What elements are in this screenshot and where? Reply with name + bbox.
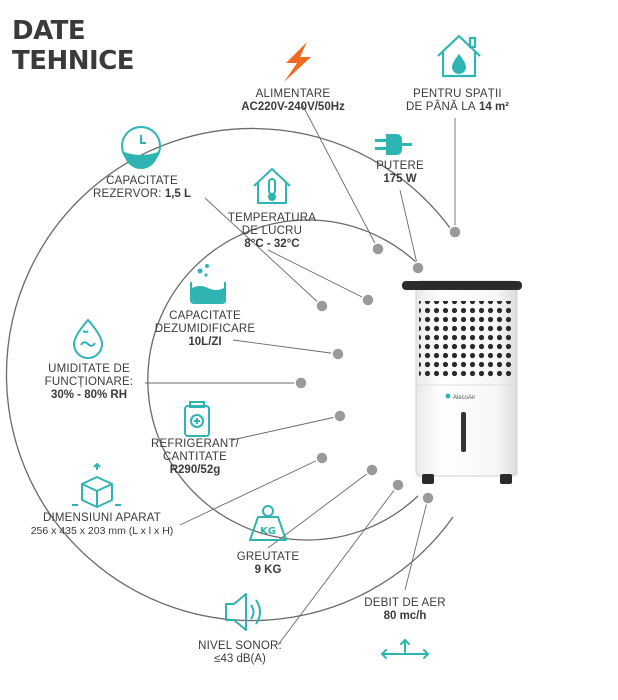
dot-dimensiuni bbox=[315, 451, 329, 465]
spec-nivel: NIVEL SONOR: ≤43 dB(A) bbox=[190, 640, 290, 666]
power-plug-icon bbox=[375, 134, 412, 155]
spec-dimensiuni-value: 256 x 435 x 203 mm (L x l x H) bbox=[30, 525, 174, 537]
humidity-drop-icon bbox=[72, 318, 104, 359]
dot-dezumidificare bbox=[331, 347, 345, 361]
spec-debit: DEBIT DE AER 80 mc/h bbox=[350, 597, 460, 623]
spec-umiditate-value: 30% - 80% RH bbox=[50, 389, 128, 401]
spec-greutate-value: 9 KG bbox=[254, 564, 282, 576]
spec-debit-value: 80 mc/h bbox=[383, 610, 427, 622]
dot-nivel bbox=[391, 478, 405, 492]
spec-alimentare: ALIMENTARE AC220V-240V/50Hz bbox=[218, 88, 368, 114]
spec-rezervor-value: 1,5 L bbox=[164, 188, 192, 200]
spec-dimensiuni-name: DIMENSIUNI APARAT bbox=[43, 512, 161, 524]
refrigerant-canister-icon bbox=[184, 401, 210, 437]
spec-nivel-value: ≤43 dB(A) bbox=[214, 653, 266, 665]
airflow-arrows-icon bbox=[380, 638, 430, 659]
weight-kg-icon: KG bbox=[249, 505, 287, 541]
dot-umiditate bbox=[294, 376, 308, 390]
spec-alimentare-name: ALIMENTARE bbox=[255, 88, 331, 100]
spec-rezervor-name-1: CAPACITATE bbox=[106, 175, 178, 187]
spec-spatii-name-1: PENTRU SPAȚII bbox=[413, 88, 502, 100]
spec-umiditate-name-2: FUNCȚIONARE: bbox=[44, 376, 134, 388]
spec-putere-name: PUTERE bbox=[376, 160, 424, 172]
spec-spatii-name-2: DE PÂNĂ LA bbox=[406, 101, 476, 113]
water-container-icon bbox=[190, 264, 226, 304]
house-thermometer-icon bbox=[253, 168, 291, 204]
dot-rezervor bbox=[315, 299, 329, 313]
speaker-icon bbox=[225, 593, 261, 631]
spec-dezumidificare-value: 10L/ZI bbox=[188, 336, 222, 348]
spec-temperatura-value: 8°C - 32°C bbox=[244, 238, 300, 250]
dot-refrigerant bbox=[333, 409, 347, 423]
spec-refrigerant-name-1: REFRIGERANT/ bbox=[150, 438, 239, 450]
spec-refrigerant: REFRIGERANT/ CANTITATE R290/52g bbox=[140, 438, 250, 477]
spec-greutate-name: GREUTATE bbox=[236, 551, 300, 563]
inner-arc bbox=[147, 219, 419, 541]
spec-temperatura-name-1: TEMPERATURA bbox=[227, 212, 317, 224]
spec-dimensiuni: DIMENSIUNI APARAT 256 x 435 x 203 mm (L … bbox=[12, 512, 192, 538]
spec-dezumidificare: CAPACITATE DEZUMIDIFICARE 10L/ZI bbox=[138, 310, 272, 349]
title-line-1: DATE bbox=[12, 16, 86, 46]
dot-putere bbox=[411, 261, 425, 275]
spec-dezumidificare-name-1: CAPACITATE bbox=[169, 310, 241, 322]
cube-dimensions-icon bbox=[72, 463, 121, 508]
spec-putere-value: 175 W bbox=[383, 173, 417, 185]
brand-logo-text: AlecoAir bbox=[453, 395, 475, 401]
dot-alimentare bbox=[371, 242, 385, 256]
connector-dots bbox=[294, 225, 462, 505]
spec-spatii-value: 14 m² bbox=[478, 101, 509, 113]
spec-rezervor: CAPACITATE REZERVOR: 1,5 L bbox=[82, 175, 202, 201]
spec-putere: PUTERE 175 W bbox=[360, 160, 440, 186]
spec-alimentare-value: AC220V-240V/50Hz bbox=[241, 101, 345, 113]
spec-rezervor-name-2: REZERVOR: bbox=[92, 188, 162, 200]
tank-icon bbox=[121, 126, 161, 169]
spec-temperatura: TEMPERATURA DE LUCRU 8°C - 32°C bbox=[212, 212, 332, 251]
dot-debit bbox=[421, 491, 435, 505]
spec-temperatura-name-2: DE LUCRU bbox=[241, 225, 303, 237]
spec-refrigerant-value: R290/52g bbox=[169, 464, 221, 476]
spec-umiditate: UMIDITATE DE FUNCȚIONARE: 30% - 80% RH bbox=[30, 363, 148, 402]
dot-spatii bbox=[448, 225, 462, 239]
leader-lines bbox=[145, 103, 456, 646]
spec-refrigerant-name-2: CANTITATE bbox=[163, 451, 227, 463]
spec-nivel-name: NIVEL SONOR: bbox=[198, 640, 282, 652]
spec-debit-name: DEBIT DE AER bbox=[364, 597, 446, 609]
connector-arcs bbox=[5, 127, 454, 622]
weight-kg-label: KG bbox=[260, 526, 276, 537]
dot-temperatura bbox=[361, 293, 375, 307]
outer-arc bbox=[5, 127, 454, 622]
house-drop-icon bbox=[437, 34, 481, 78]
title-line-2: TEHNICE bbox=[12, 46, 135, 76]
spec-dezumidificare-name-2: DEZUMIDIFICARE bbox=[154, 323, 256, 335]
spec-greutate: GREUTATE 9 KG bbox=[228, 551, 308, 577]
dehumidifier-product: AlecoAir bbox=[402, 280, 522, 484]
spec-spatii: PENTRU SPAȚII DE PÂNĂ LA 14 m² bbox=[390, 88, 525, 114]
lightning-icon bbox=[284, 42, 311, 82]
dot-greutate bbox=[365, 463, 379, 477]
spec-umiditate-name-1: UMIDITATE DE bbox=[48, 363, 130, 375]
page-title: DATE TEHNICE bbox=[12, 16, 135, 76]
